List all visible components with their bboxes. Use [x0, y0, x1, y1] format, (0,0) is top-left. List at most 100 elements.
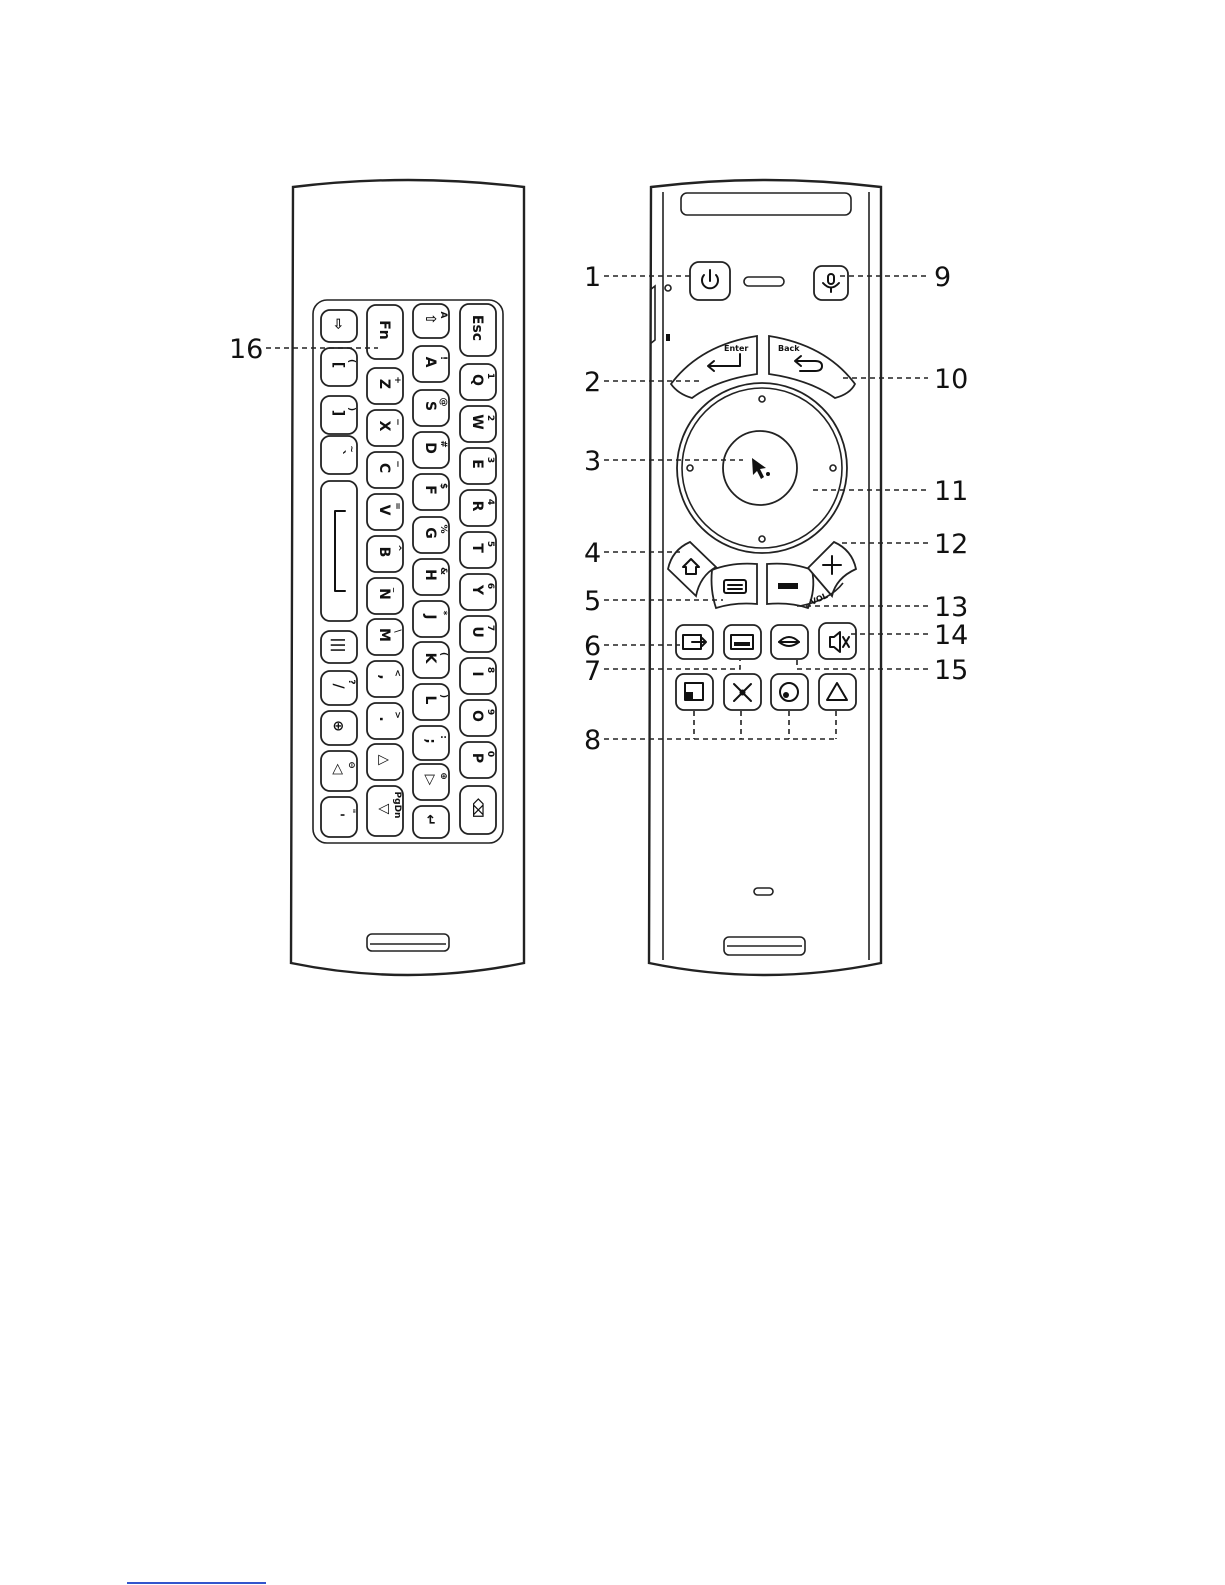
key-main-label: ⊕	[330, 720, 346, 732]
key-sub-label: <	[392, 669, 402, 677]
key-main-label: A	[422, 357, 438, 368]
key-sub-label: "	[346, 809, 356, 814]
key-main-label: ,	[376, 674, 392, 679]
keyboard-key[interactable]: .>	[367, 703, 403, 739]
keyboard-key[interactable]: X−	[367, 410, 403, 446]
mic-button[interactable]	[814, 266, 848, 300]
keyboard-key[interactable]: B^	[367, 536, 403, 572]
keyboard-key[interactable]: '"	[321, 797, 357, 837]
callout-10: 10	[934, 364, 968, 395]
input-source-button[interactable]	[676, 625, 713, 659]
keyboard-key[interactable]: ◁⊖	[321, 751, 357, 791]
keyboard-key[interactable]: ▽PgDn	[367, 786, 403, 836]
keyboard-key[interactable]: H&	[413, 559, 449, 595]
key-main-label: M	[376, 628, 392, 642]
key-sub-label: *	[438, 611, 448, 616]
keyboard-key[interactable]: ;:	[413, 726, 449, 760]
key-sub-label: (	[346, 359, 356, 363]
mouse-mode-button[interactable]	[723, 431, 797, 505]
key-sub-label: ⊖	[346, 761, 356, 769]
key-sub-label: 5	[485, 541, 495, 547]
key-sub-label: −	[392, 460, 402, 468]
keyboard-key[interactable]: I8	[460, 658, 496, 694]
keyboard-key[interactable]: ▷⊕	[413, 764, 449, 800]
button-side-remote: Enter Back	[649, 180, 881, 975]
key-main-label: S	[422, 401, 438, 411]
callout-4: 4	[584, 538, 601, 569]
key-main-label: T	[469, 543, 485, 553]
voice-button[interactable]	[771, 625, 808, 659]
key-main-label: ⇨	[330, 318, 346, 330]
volume-down-button[interactable]	[767, 564, 813, 608]
key-main-label: ▷	[422, 775, 438, 786]
keyboard-key[interactable]: G%	[413, 517, 449, 553]
key-sub-label: PgDn	[392, 792, 402, 819]
key-main-label: ;	[422, 738, 438, 744]
key-main-label: ⇧	[422, 313, 438, 325]
mute-button[interactable]	[819, 623, 856, 659]
keyboard-key[interactable]: ⇧A	[413, 304, 449, 338]
key-main-label: Q	[469, 374, 485, 386]
key-sub-label: 2	[485, 415, 495, 421]
keyboard-key[interactable]: Esc	[460, 304, 496, 356]
keyboard-key[interactable]: ↵	[413, 806, 449, 838]
keyboard-key[interactable]: F$	[413, 474, 449, 510]
keyboard-key[interactable]: /?	[321, 671, 357, 705]
keyboard-key[interactable]: S@	[413, 390, 449, 426]
keyboard-key[interactable]: [(	[321, 348, 357, 386]
keyboard-key[interactable]: Fn	[367, 305, 403, 359]
keyboard-key[interactable]: N_	[367, 578, 403, 614]
keyboard-key[interactable]: |||	[321, 631, 357, 663]
key-main-label: △	[376, 755, 392, 766]
game-circle-button[interactable]	[771, 674, 808, 710]
menu-button[interactable]	[712, 564, 758, 608]
game-cross-button[interactable]	[724, 674, 761, 710]
callout-13: 13	[934, 592, 968, 623]
keyboard-key[interactable]: ⇨	[321, 310, 357, 342]
keyboard-key[interactable]: L)	[413, 684, 449, 720]
key-main-label: ↵	[422, 814, 438, 826]
keyboard-key[interactable]: A!	[413, 346, 449, 382]
keyboard-key[interactable]: V=	[367, 494, 403, 530]
key-sub-label: @	[438, 398, 448, 407]
key-sub-label: (	[438, 652, 448, 656]
key-main-label: Fn	[376, 320, 392, 340]
keyboard-key[interactable]: C−	[367, 452, 403, 488]
keyboard-key[interactable]: ⊕	[321, 711, 357, 745]
keyboard-key[interactable]: ⌫	[460, 786, 496, 834]
key-main-label: U	[469, 626, 485, 637]
key-main-label: O	[469, 710, 485, 722]
keyboard-key[interactable]: J*	[413, 601, 449, 637]
key-main-label: `	[330, 450, 346, 457]
keyboard-key[interactable]: △	[367, 744, 403, 780]
keyboard-side-remote: ⇨[(])`~|||/?⊕◁⊖'" FnZ+X−C−V=B^N_M\,<.>△▽…	[291, 180, 524, 975]
power-button[interactable]	[690, 262, 730, 300]
callout-15: 15	[934, 655, 968, 686]
callout-12: 12	[934, 529, 968, 560]
key-sub-label: )	[438, 694, 448, 698]
subtitle-button[interactable]	[724, 625, 761, 659]
keyboard-key[interactable]: ,<	[367, 661, 403, 697]
game-square-button[interactable]	[676, 674, 713, 710]
battery-icon	[666, 334, 670, 341]
keyboard-key[interactable]	[321, 481, 357, 621]
keyboard-key[interactable]: M\	[367, 619, 403, 655]
key-main-label: .	[376, 716, 392, 721]
keyboard-key[interactable]: ])	[321, 396, 357, 434]
keyboard-key[interactable]: `~	[321, 436, 357, 474]
keyboard-key[interactable]: K(	[413, 642, 449, 678]
key-main-label: I	[469, 671, 485, 676]
keyboard-key[interactable]: D#	[413, 432, 449, 468]
keyboard-key[interactable]: Z+	[367, 368, 403, 404]
game-triangle-button[interactable]	[819, 674, 856, 710]
